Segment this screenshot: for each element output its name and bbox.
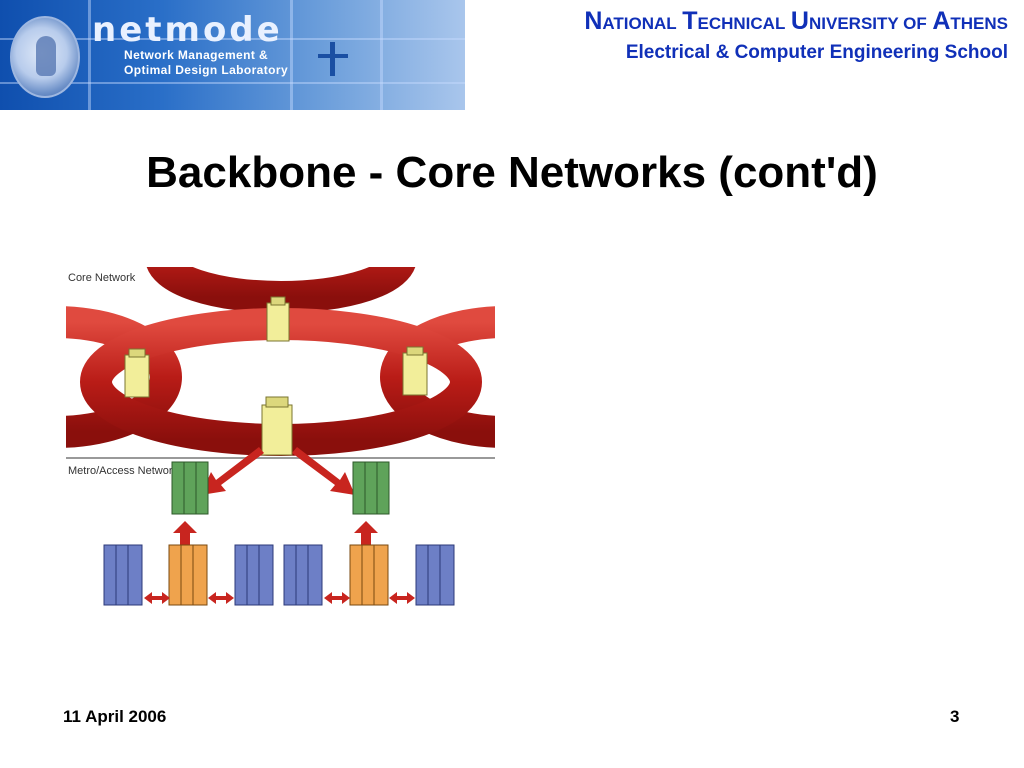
access-row	[103, 544, 455, 606]
metro-network-label: Metro/Access Network	[68, 465, 179, 477]
core-node-top	[266, 296, 290, 342]
arrow-center-left	[201, 447, 264, 495]
core-network-label: Core Network	[68, 272, 136, 284]
university-name: NATIONAL TECHNICAL UNIVERSITY OF ATHENS	[584, 7, 1008, 35]
aggregation-node-right	[352, 461, 390, 515]
access-node-1	[103, 544, 143, 606]
aggregation-nodes	[171, 461, 390, 515]
arrow-center-right	[292, 447, 355, 495]
link-arrows	[144, 592, 415, 604]
core-nodes	[124, 296, 428, 456]
netmode-banner: netmode Network Management & Optimal Des…	[0, 0, 465, 110]
ring-left	[66, 306, 182, 448]
core-node-right	[402, 346, 428, 396]
link-arrow-2	[208, 592, 234, 604]
link-arrow-1	[144, 592, 170, 604]
access-node-4	[415, 544, 455, 606]
access-node-3	[283, 544, 323, 606]
core-node-left	[124, 348, 150, 398]
arrow-up-right	[354, 521, 378, 545]
optical-node-2	[349, 544, 389, 606]
arrow-up-left	[173, 521, 197, 545]
optical-node-1	[168, 544, 208, 606]
ring-top	[147, 267, 415, 313]
university-seal-logo	[10, 16, 80, 98]
lab-name: Network Management & Optimal Design Labo…	[124, 48, 289, 77]
network-diagram-svg: Core Network Metro/Access Network	[66, 267, 495, 606]
uplink-arrows	[173, 521, 378, 545]
school-name: Electrical & Computer Engineering School	[625, 42, 1008, 63]
access-node-2	[234, 544, 274, 606]
link-arrow-4	[389, 592, 415, 604]
university-header: NATIONAL TECHNICAL UNIVERSITY OF ATHENS …	[584, 6, 1008, 65]
core-node-center	[261, 396, 293, 456]
core-arrows	[201, 447, 355, 495]
aggregation-node-left	[171, 461, 209, 515]
slide-date: 11 April 2006	[63, 707, 167, 726]
netmode-logo: netmode	[92, 10, 283, 50]
link-arrow-3	[324, 592, 350, 604]
slide-title: Backbone - Core Networks (cont'd)	[146, 148, 878, 197]
slide-page-number: 3	[950, 707, 960, 726]
ring-right	[380, 306, 495, 448]
network-diagram: Core Network Metro/Access Network	[66, 267, 495, 612]
